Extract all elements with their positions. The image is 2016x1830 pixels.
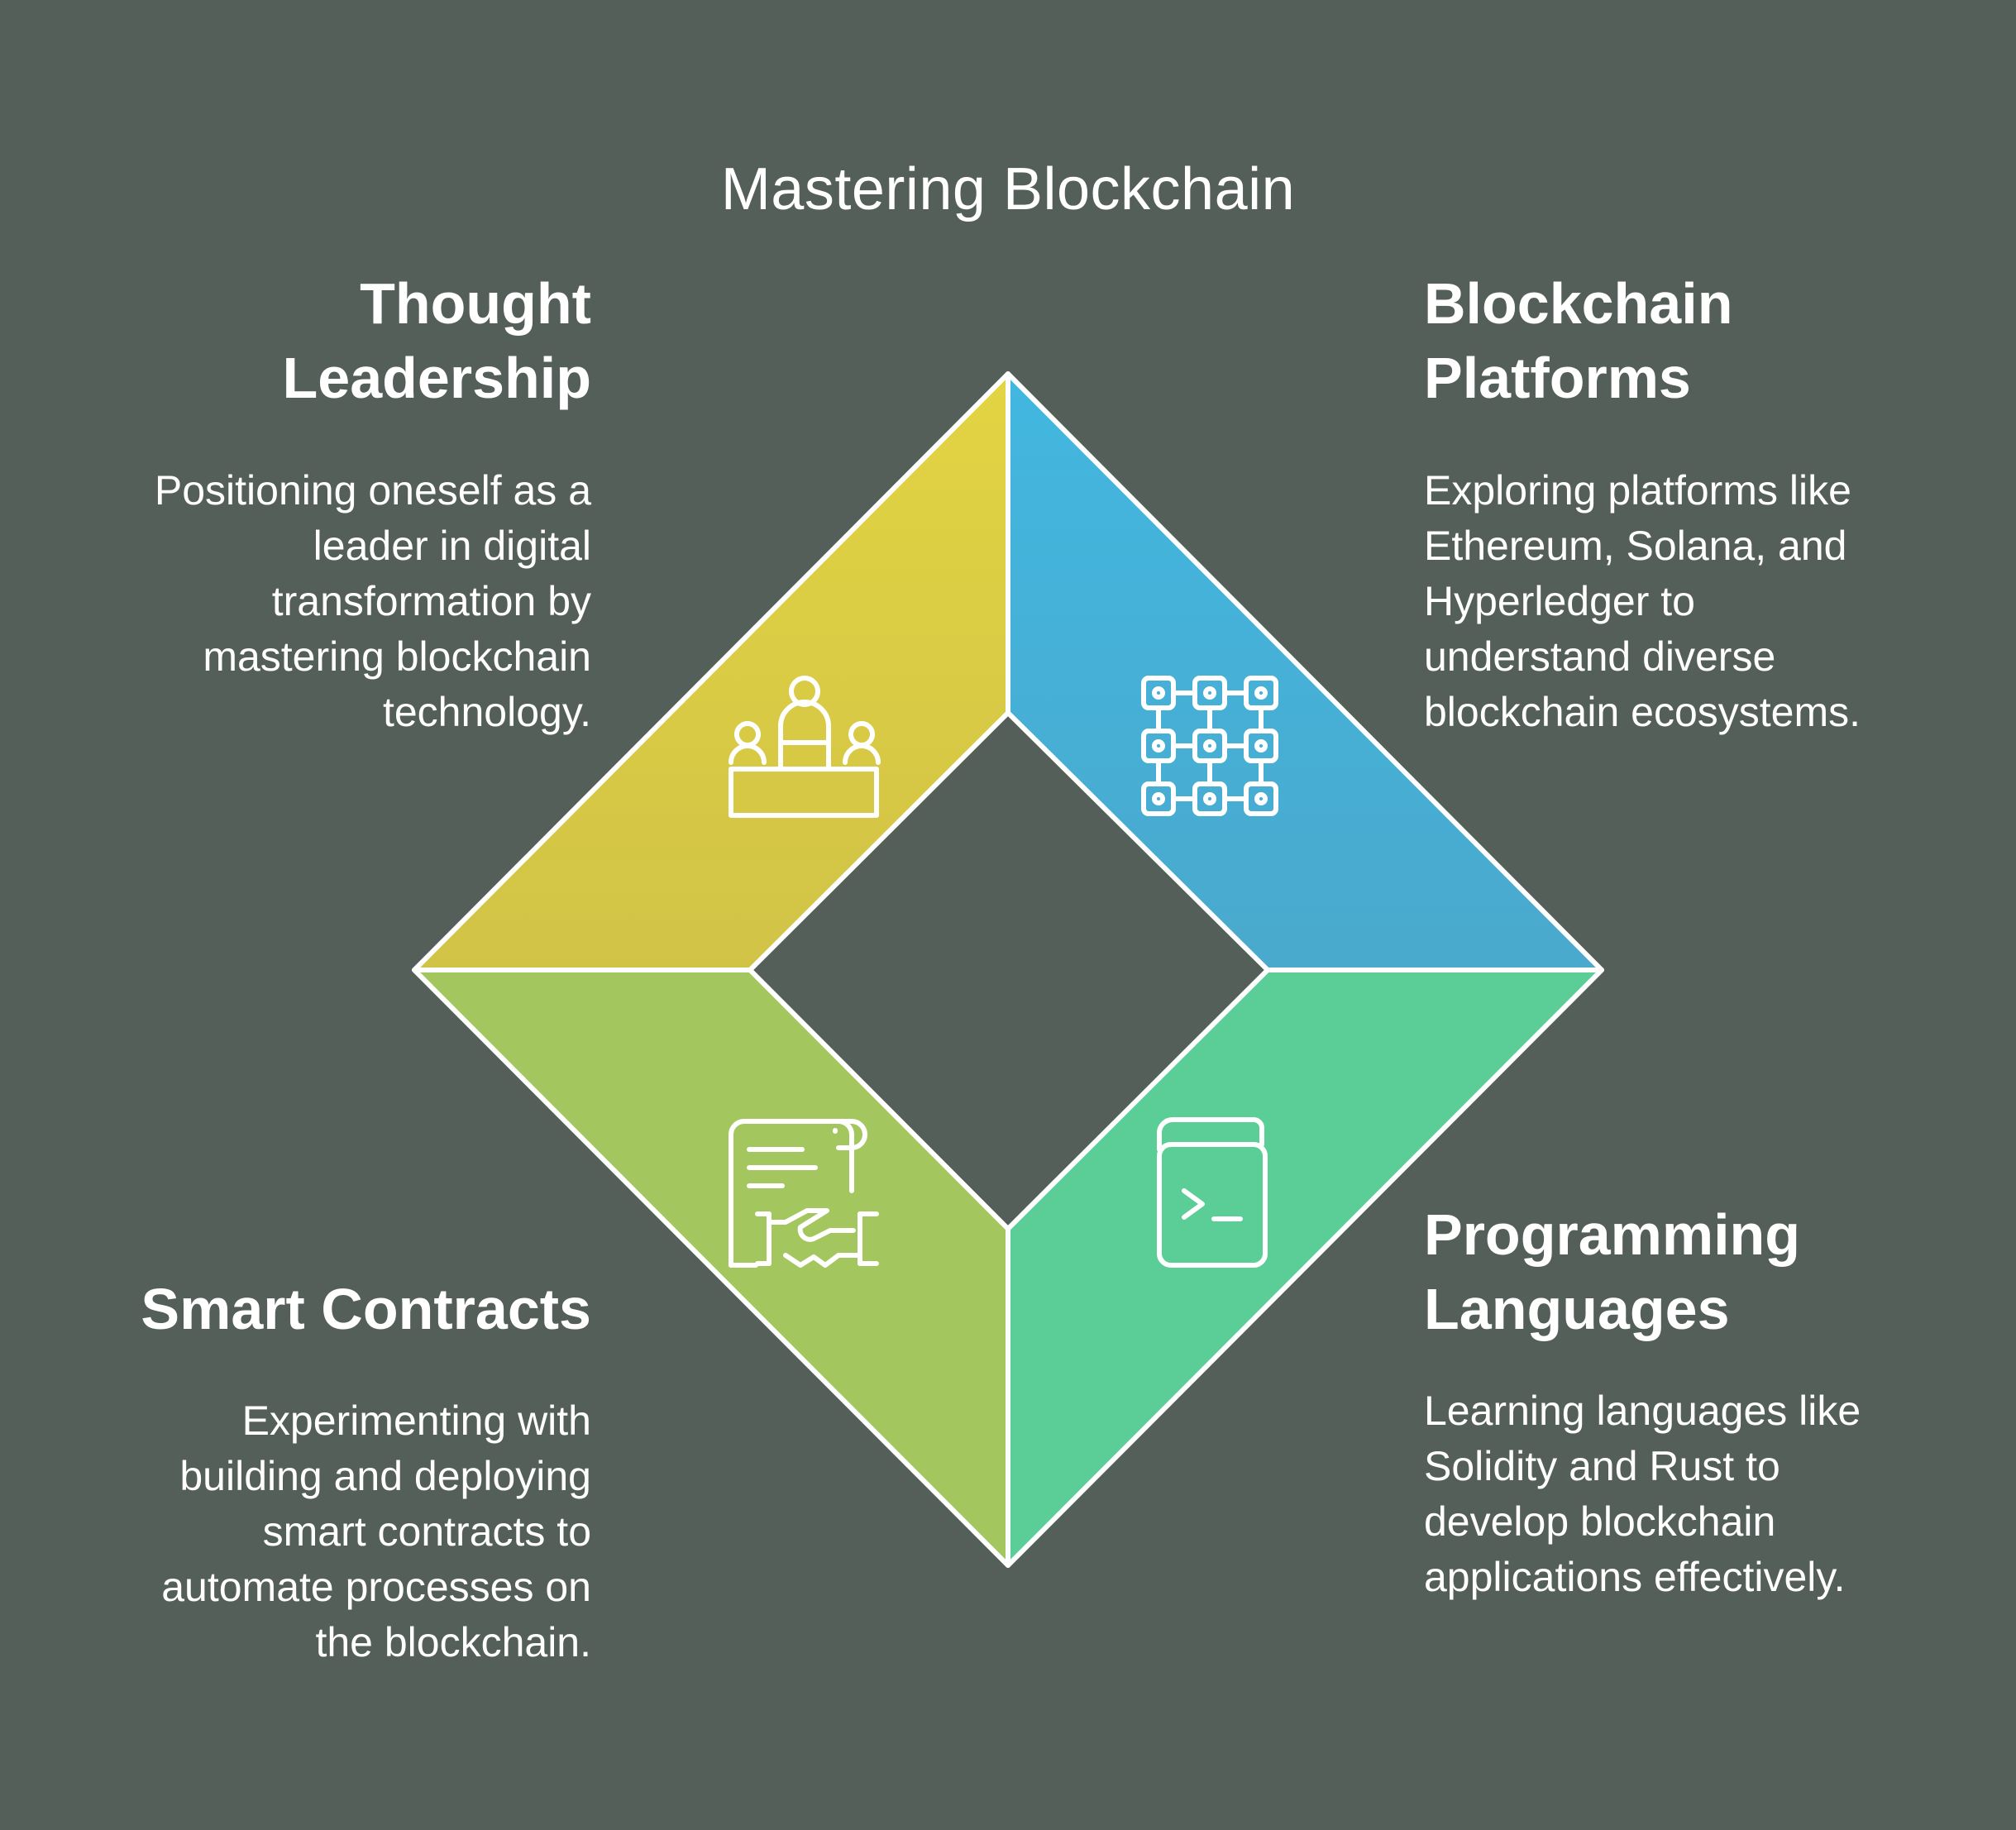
blockchain-platforms-description: Exploring platforms like Ethereum, Solan… xyxy=(1424,463,1861,740)
description-line: develop blockchain xyxy=(1424,1498,1776,1545)
heading-line: Platforms xyxy=(1424,346,1691,410)
thought-leadership-description: Positioning oneself as a leader in digit… xyxy=(155,463,591,740)
description-line: transformation by xyxy=(271,578,591,624)
description-line: blockchain ecosystems. xyxy=(1424,689,1861,735)
description-line: automate processes on xyxy=(161,1564,591,1610)
description-line: smart contracts to xyxy=(262,1508,591,1555)
programming-languages-heading: Programming Languages xyxy=(1424,1197,1800,1346)
description-line: Experimenting with xyxy=(241,1398,591,1444)
description-line: Positioning oneself as a xyxy=(154,467,591,514)
smart-contracts-description: Experimenting with building and deployin… xyxy=(161,1393,591,1670)
diagram-title: Mastering Blockchain xyxy=(720,156,1296,222)
heading-line: Leadership xyxy=(282,346,591,410)
blockchain-grid-icon xyxy=(1141,676,1278,814)
description-line: technology. xyxy=(382,689,591,735)
code-book-icon xyxy=(1157,1117,1268,1268)
description-line: understand diverse xyxy=(1424,633,1776,680)
heading-line: Programming xyxy=(1424,1202,1801,1267)
smart-contracts-heading: Smart Contracts xyxy=(141,1272,591,1346)
thought-leadership-heading: Thought Leadership xyxy=(283,266,591,415)
description-line: Solidity and Rust to xyxy=(1424,1443,1780,1489)
heading-line: Languages xyxy=(1424,1277,1730,1341)
heading-line: Smart Contracts xyxy=(141,1277,591,1341)
contract-handshake-icon xyxy=(729,1119,879,1268)
description-line: Hyperledger to xyxy=(1424,578,1695,624)
description-line: building and deploying xyxy=(179,1453,591,1499)
description-line: applications effectively. xyxy=(1424,1554,1846,1600)
description-line: leader in digital xyxy=(313,523,591,569)
podium-people-icon xyxy=(729,676,881,818)
description-line: mastering blockchain xyxy=(203,633,591,680)
description-line: the blockchain. xyxy=(315,1619,591,1665)
heading-line: Thought xyxy=(360,271,591,336)
heading-line: Blockchain xyxy=(1424,271,1733,336)
programming-languages-quadrant xyxy=(1006,968,1604,1568)
description-line: Exploring platforms like xyxy=(1424,467,1851,514)
blockchain-platforms-heading: Blockchain Platforms xyxy=(1424,266,1732,415)
description-line: Ethereum, Solana, and xyxy=(1424,523,1847,569)
description-line: Learning languages like xyxy=(1424,1388,1861,1434)
programming-languages-description: Learning languages like Solidity and Rus… xyxy=(1424,1383,1861,1605)
